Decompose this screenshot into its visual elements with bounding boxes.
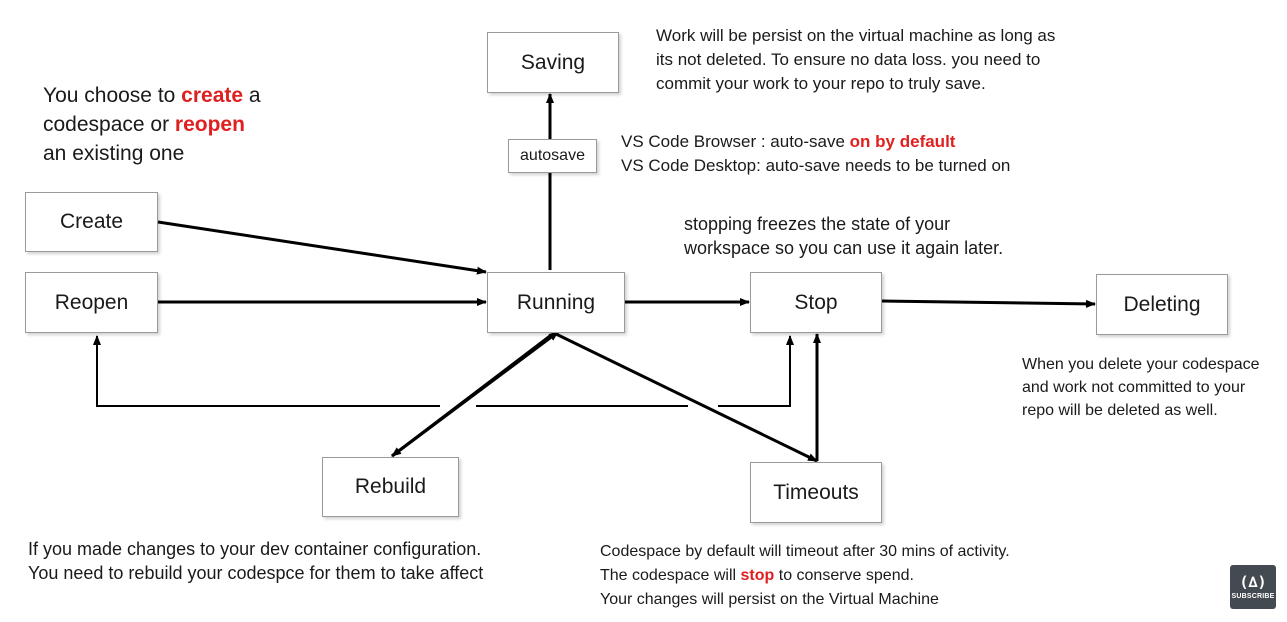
create-node: Create: [25, 192, 158, 252]
subscribe-label: SUBSCRIBE: [1231, 593, 1275, 600]
rebuild-note-line: If you made changes to your dev containe…: [28, 539, 482, 559]
persist-note-line: Work will be persist on the virtual mach…: [656, 26, 1056, 45]
timeouts-node: Timeouts: [750, 462, 882, 523]
vscode-browser-text: VS Code Browser : auto-save: [621, 132, 850, 151]
saving-node: Saving: [487, 32, 619, 93]
delete-note-line: repo will be deleted as well.: [1022, 402, 1218, 419]
persist-note: Work will be persist on the virtual mach…: [656, 24, 1055, 96]
stopping-note-line: workspace so you can use it again later.: [684, 238, 1004, 258]
delete-note-line: When you delete your codespace: [1022, 356, 1260, 373]
choose-note-text: an existing one: [43, 142, 185, 165]
create-highlight: create: [181, 84, 244, 107]
reopen-node: Reopen: [25, 272, 158, 333]
deleting-node: Deleting: [1096, 274, 1228, 335]
vscode-desktop-text: VS Code Desktop: auto-save needs to be t…: [621, 156, 1011, 175]
running-node: Running: [487, 272, 625, 333]
rebuild-node: Rebuild: [322, 457, 459, 517]
timeout-note-text: The codespace will: [600, 567, 741, 584]
timeout-note: Codespace by default will timeout after …: [600, 540, 1010, 612]
subscribe-button[interactable]: (∆) SUBSCRIBE: [1230, 565, 1276, 609]
loop-to-stop: [718, 335, 794, 407]
stopping-note-line: stopping freezes the state of your: [684, 214, 951, 234]
timeout-note-text: to conserve spend.: [774, 567, 914, 584]
delete-note-line: and work not committed to your: [1022, 379, 1246, 396]
persist-note-line: its not deleted. To ensure no data loss.…: [656, 50, 1041, 69]
timeout-note-line: Codespace by default will timeout after …: [600, 543, 1010, 560]
autosave-label-box: autosave: [508, 139, 597, 173]
stopping-note: stopping freezes the state of your works…: [684, 212, 1003, 260]
stop-highlight: stop: [740, 567, 775, 584]
choose-note: You choose to create a codespace or reop…: [43, 81, 261, 168]
arrow-stop-to-deleting: [881, 299, 1096, 308]
choose-note-text: codespace or: [43, 113, 175, 136]
choose-note-text: a: [243, 84, 261, 107]
arrow-rebuild-to-running: [391, 330, 559, 458]
arrow-create-to-running: [157, 220, 487, 275]
timeout-note-line: Your changes will persist on the Virtual…: [600, 591, 939, 608]
on-by-default-highlight: on by default: [849, 132, 956, 151]
loop-to-reopen: [93, 335, 440, 407]
vscode-autosave-note: VS Code Browser : auto-save on by defaul…: [621, 130, 1010, 178]
persist-note-line: commit your work to your repo to truly s…: [656, 74, 986, 93]
freecodecamp-icon: (∆): [1239, 573, 1267, 591]
rebuild-note: If you made changes to your dev containe…: [28, 537, 483, 585]
arrow-running-to-timeouts: [555, 332, 818, 463]
delete-note: When you delete your codespace and work …: [1022, 353, 1259, 422]
rebuild-note-line: You need to rebuild your codespce for th…: [28, 563, 484, 583]
choose-note-text: You choose to: [43, 84, 182, 107]
stop-node: Stop: [750, 272, 882, 333]
reopen-highlight: reopen: [174, 113, 245, 136]
